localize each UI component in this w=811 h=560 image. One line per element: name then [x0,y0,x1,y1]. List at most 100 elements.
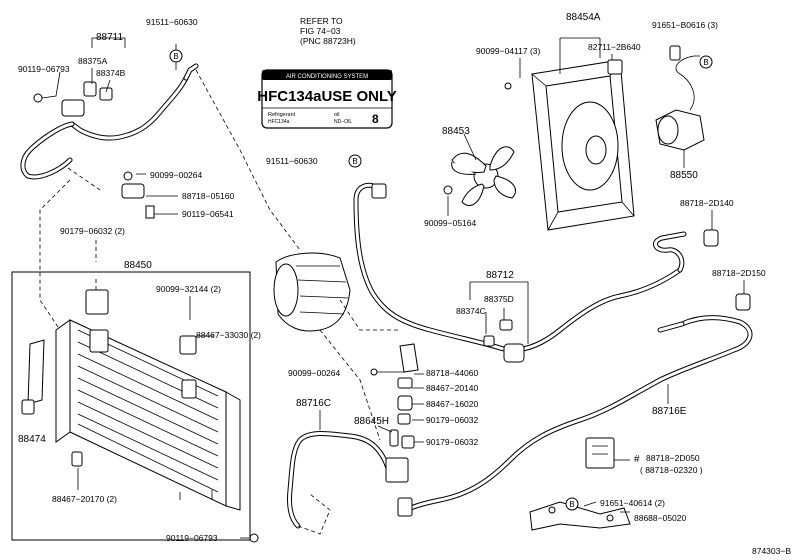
refer-line-3: (PNC 88723H) [300,36,356,46]
leaders-stack [376,371,424,443]
label-90179-06032-b: 90179−06032 [426,437,479,447]
leader-88711 [91,37,126,48]
label-82711-2B640: 82711−2B640 [588,42,641,52]
label-88454A: 88454A [566,12,601,23]
figure-id: 874303−B [752,546,791,556]
label-88467-20170: 88467−20170 (2) [52,494,117,504]
clamp-88718-2D140 [703,229,719,247]
condenser-box [11,271,251,541]
label-88718-2D150: 88718−2D150 [712,268,766,278]
label-88550: 88550 [670,170,698,181]
bracket-88718-05160 [121,171,178,219]
label-91511-60630-top: 91511−60630 [146,17,198,27]
label-88718-2D050: 88718−2D050 [646,453,700,463]
label-91651-40614: 91651−40614 (2) [600,498,665,508]
plate-main-text: HFC134aUSE ONLY [257,88,397,105]
nut-90099-05164 [443,185,453,195]
label-90099-32144: 90099−32144 (2) [156,284,221,294]
leaders-condenser [189,296,214,337]
label-91651-B0616: 91651−B0616 (3) [652,20,718,30]
plate-oil: oil [334,112,340,118]
refrigerant-label-plate: AIR CONDITIONING SYSTEM HFC134aUSE ONLY … [257,69,397,129]
plate-header: AIR CONDITIONING SYSTEM [286,74,368,80]
bolt-90119-06793-bottom [249,533,259,543]
svg-text:B: B [569,500,574,509]
fan-motor-88550 [655,55,705,151]
label-88375D: 88375D [484,294,514,304]
label-88374B: 88374B [96,68,126,78]
label-88474: 88474 [18,434,46,445]
label-90119-06793-bottom: 90119−06793 [166,533,218,543]
condenser-88450 [55,289,241,511]
valve-88645H [385,429,413,517]
label-90119-06541: 90119−06541 [182,209,234,219]
label-88645H: 88645H [354,416,389,427]
label-88467-20140: 88467−20140 [426,383,479,393]
leader-88453 [463,133,477,161]
plate-refrigerant: Refrigerant [268,112,296,118]
marker-b-1: B [169,49,183,63]
label-88688-05020: 88688−05020 [634,513,687,523]
bolt-90099-00264-mid [370,368,378,376]
label-88453: 88453 [442,126,470,137]
pipe-88716C [287,431,391,529]
label-88467-33030: 88467−33030 (2) [196,330,261,340]
svg-text:B: B [352,157,357,166]
label-88467-16020: 88467−16020 [426,399,479,409]
label-88450: 88450 [124,260,152,271]
label-88718-44060: 88718−44060 [426,368,479,378]
leaders-88712 [469,281,529,344]
label-88718-02320: ( 88718−02320 ) [640,465,703,475]
label-88711: 88711 [96,32,124,43]
svg-text:B: B [173,52,178,61]
plate-number: 8 [372,112,379,126]
cushion-88467-20170 [71,451,83,467]
label-90119-06793-top: 90119−06793 [18,64,70,74]
label-88718-05160: 88718−05160 [182,191,235,201]
marker-b-4: B [565,497,579,511]
refer-line-1: REFER TO [300,16,343,26]
leaders-88688 [583,501,630,513]
fan-shroud-88454A [531,59,635,231]
label-88712: 88712 [486,270,514,281]
label-hash: # [634,454,640,465]
bolt-90119-06793-top [33,93,43,103]
fitting-88711 [61,99,85,117]
clip-82711-2B640 [607,59,623,75]
connector-91651-B0616 [669,45,681,61]
o-ring-88374B [99,87,113,101]
clamp-88718-2D150 [735,293,751,311]
leader-88645H [377,425,393,433]
guide-compressor-down [319,329,381,441]
label-90099-05164: 90099−05164 [424,218,477,228]
marker-b-2: B [348,154,362,168]
label-90099-04117: 90099−04117 (3) [476,46,541,56]
receiver-88474 [21,339,45,415]
guide-compressor-top [195,69,301,251]
label-88718-2D140: 88718−2D140 [680,198,734,208]
fittings-stack [397,343,419,449]
marker-b-3: B [699,55,713,69]
svg-text:B: B [703,58,708,67]
o-ring-88375A [83,81,97,97]
bracket-88718-2D050 [585,437,615,469]
pipe-88712 [353,182,687,363]
guide-88716C [297,493,331,535]
pipe-88711 [20,63,199,180]
guide-left [39,167,101,331]
leaders-bottom-condenser [179,490,213,500]
label-88374C: 88374C [456,306,486,316]
bolt-90099-04117 [504,82,512,90]
fan-88453 [451,146,516,206]
label-90099-00264-top: 90099−00264 [150,170,203,180]
label-88375A: 88375A [78,56,108,66]
label-88716E: 88716E [652,406,687,417]
label-88716C: 88716C [296,398,331,409]
pipe-88716E [397,315,753,517]
refer-line-2: FIG 74−03 [300,26,341,36]
label-90179-06032-a: 90179−06032 [426,415,479,425]
label-91511-60630-mid: 91511−60630 [266,156,318,166]
guide-compressor-right [339,299,400,331]
